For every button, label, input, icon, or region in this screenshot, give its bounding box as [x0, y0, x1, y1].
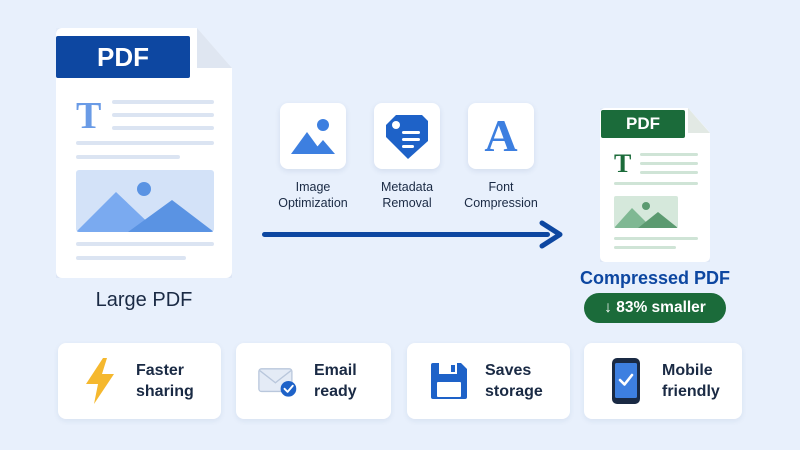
step-metadata-removal	[374, 103, 440, 169]
text-t-icon: T	[614, 149, 632, 178]
text-line	[112, 126, 214, 130]
email-check-icon	[258, 368, 297, 397]
step-font-compression: A	[468, 103, 534, 169]
text-line	[640, 162, 698, 165]
large-pdf-label: Large PDF	[95, 289, 193, 311]
text-line	[614, 182, 698, 185]
text-line	[76, 141, 214, 145]
text-line	[76, 155, 180, 159]
font-icon: A	[484, 110, 518, 161]
image-icon	[291, 119, 335, 154]
mobile-check-icon	[612, 358, 640, 404]
large-pdf-banner: PDF	[56, 36, 190, 78]
text-line	[614, 246, 676, 249]
compressed-pdf-label: Compressed PDF	[579, 268, 731, 288]
text-line	[112, 100, 214, 104]
text-line	[76, 256, 186, 260]
page-fold	[197, 28, 232, 68]
floppy-disk-icon	[431, 363, 467, 399]
text-line	[614, 237, 698, 240]
mountain-image-icon	[614, 202, 678, 228]
text-line	[112, 113, 214, 117]
text-line	[640, 171, 698, 174]
image-placeholder	[76, 170, 214, 232]
lightning-icon	[86, 358, 114, 404]
mountain-image-icon	[76, 182, 214, 232]
tag-icon	[386, 115, 428, 159]
process-arrow	[262, 220, 563, 249]
image-placeholder	[614, 196, 678, 228]
size-reduction-badge: ↓ 83% smaller	[584, 293, 726, 323]
step-image-optimization	[280, 103, 346, 169]
text-t-icon: T	[76, 95, 102, 137]
text-line	[76, 242, 214, 246]
text-line	[640, 153, 698, 156]
compressed-pdf-banner: PDF	[601, 110, 685, 138]
